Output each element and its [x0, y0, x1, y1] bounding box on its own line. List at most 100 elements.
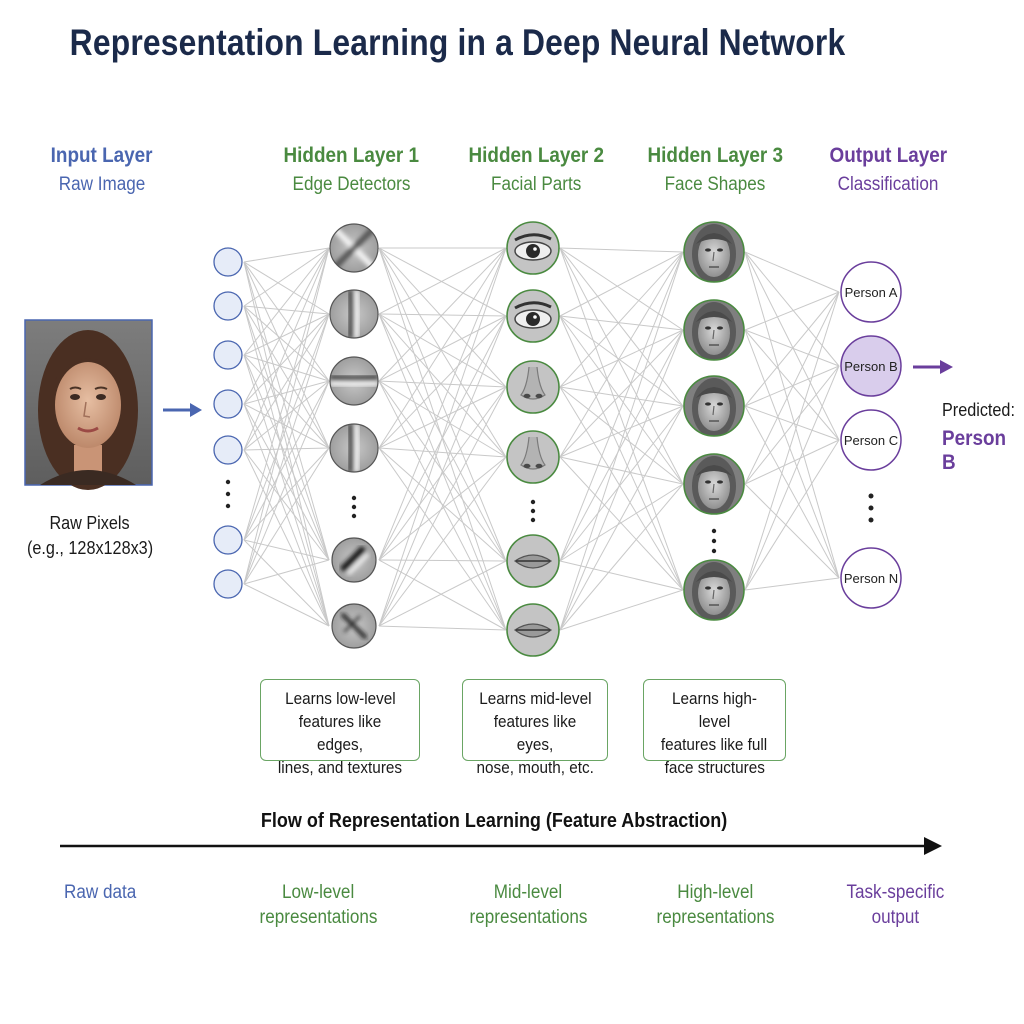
connection-line	[378, 447, 507, 562]
input-node	[213, 389, 243, 419]
connection-line	[744, 291, 840, 407]
flow-label-task-output: Task-specific output	[805, 880, 985, 930]
eye-feature	[506, 221, 560, 275]
connection-line	[243, 247, 330, 541]
connection-line	[559, 386, 684, 591]
input-face-photo	[24, 319, 153, 490]
connection-line	[243, 247, 330, 451]
column-subtitle: Face Shapes	[664, 174, 766, 195]
ellipsis-dot	[225, 491, 231, 497]
flow-label-line: output	[871, 907, 919, 928]
flow-title-text: Flow of Representation Learning (Feature…	[260, 810, 728, 832]
input-node	[213, 291, 243, 321]
connection-line	[744, 439, 840, 591]
connection-line	[559, 315, 684, 591]
connection-line	[243, 247, 330, 307]
connection-line	[243, 261, 330, 382]
connection-line	[378, 247, 507, 382]
column-header-input: Input Layer Raw Image	[2, 144, 202, 196]
ellipsis-dot	[351, 504, 357, 510]
face-shape-node	[683, 559, 745, 621]
connection-line	[378, 247, 507, 315]
connection-line	[559, 456, 684, 591]
output-label-a: Person A	[845, 285, 898, 300]
connection-line	[744, 365, 840, 485]
connection-line	[744, 483, 840, 579]
column-title: Hidden Layer 2	[468, 144, 604, 167]
output-layer-nodes: Person A Person B Person C Person N	[840, 261, 902, 609]
feature-box-line: features like full	[661, 735, 768, 754]
nose-feature	[506, 430, 560, 484]
input-caption-line-2: (e.g., 128x128x3)	[26, 538, 154, 558]
connection-line	[243, 247, 330, 356]
output-node-b	[840, 335, 902, 397]
face-shape-node	[683, 221, 745, 283]
connection-line	[243, 559, 330, 585]
connection-line	[559, 247, 684, 253]
connection-line	[243, 380, 330, 541]
flow-label-line: representations	[469, 907, 587, 928]
connection-line	[378, 625, 507, 631]
connection-line	[744, 251, 840, 293]
output-label-n: Person N	[844, 571, 898, 586]
edge-filter-diagonal-cross	[329, 223, 379, 273]
flow-label-line: High-level	[676, 882, 754, 903]
connection-line	[378, 247, 507, 458]
edge-filter-horizontal-bar	[329, 356, 379, 406]
connection-line	[378, 247, 507, 561]
face-shape-node	[683, 375, 745, 437]
flow-label-low-level: Low-level representations	[228, 880, 408, 930]
connection-line	[378, 386, 507, 449]
connection-line	[378, 447, 507, 458]
connection-line	[243, 539, 330, 627]
ellipsis-dot	[711, 548, 717, 554]
connection-line	[744, 577, 840, 591]
output-node-c	[840, 409, 902, 471]
connection-line	[744, 329, 840, 441]
flow-label-raw-data: Raw data	[10, 880, 190, 905]
edge-filter-diagonal-blob	[331, 537, 377, 583]
connection-line	[744, 365, 840, 591]
output-label-b: Person B	[844, 359, 897, 374]
connection-line	[559, 483, 684, 562]
connection-line	[744, 405, 840, 579]
prediction-value: Person B	[942, 427, 1007, 474]
connection-line	[559, 251, 684, 631]
connection-line	[559, 386, 684, 485]
connection-line	[559, 315, 684, 485]
connection-line	[378, 313, 507, 458]
connection-line	[243, 247, 330, 405]
connection-line	[243, 305, 330, 382]
connection-line	[744, 365, 840, 407]
face-shape-node	[683, 299, 745, 361]
prediction-block: Predicted: Person B	[942, 400, 1024, 475]
connection-line	[559, 589, 684, 631]
connection-line	[378, 559, 507, 562]
connection-line	[559, 456, 684, 485]
connection-line	[243, 313, 330, 356]
connection-line	[559, 405, 684, 458]
column-title: Input Layer	[51, 144, 153, 167]
input-node	[213, 569, 243, 599]
connection-line	[559, 247, 684, 485]
output-node-n	[840, 547, 902, 609]
ellipsis-dot	[711, 538, 717, 544]
feature-box-line: Learns low-level	[284, 689, 396, 708]
connection-line	[744, 439, 840, 485]
flow-arrow	[60, 837, 942, 855]
connection-line	[378, 386, 507, 561]
connection-line	[744, 291, 840, 591]
column-title: Output Layer	[829, 144, 947, 167]
ellipsis-dot	[351, 495, 357, 501]
connection-line	[243, 313, 330, 541]
column-subtitle: Facial Parts	[490, 174, 582, 195]
connection-lines	[243, 247, 840, 631]
connection-line	[378, 313, 507, 388]
connection-line	[378, 247, 507, 627]
connection-line	[559, 329, 684, 458]
flow-label-mid-level: Mid-level representations	[438, 880, 618, 930]
input-node	[213, 435, 243, 465]
connection-line	[378, 456, 507, 561]
connection-line	[243, 305, 330, 449]
feature-box-line: features like edges,	[298, 712, 382, 754]
